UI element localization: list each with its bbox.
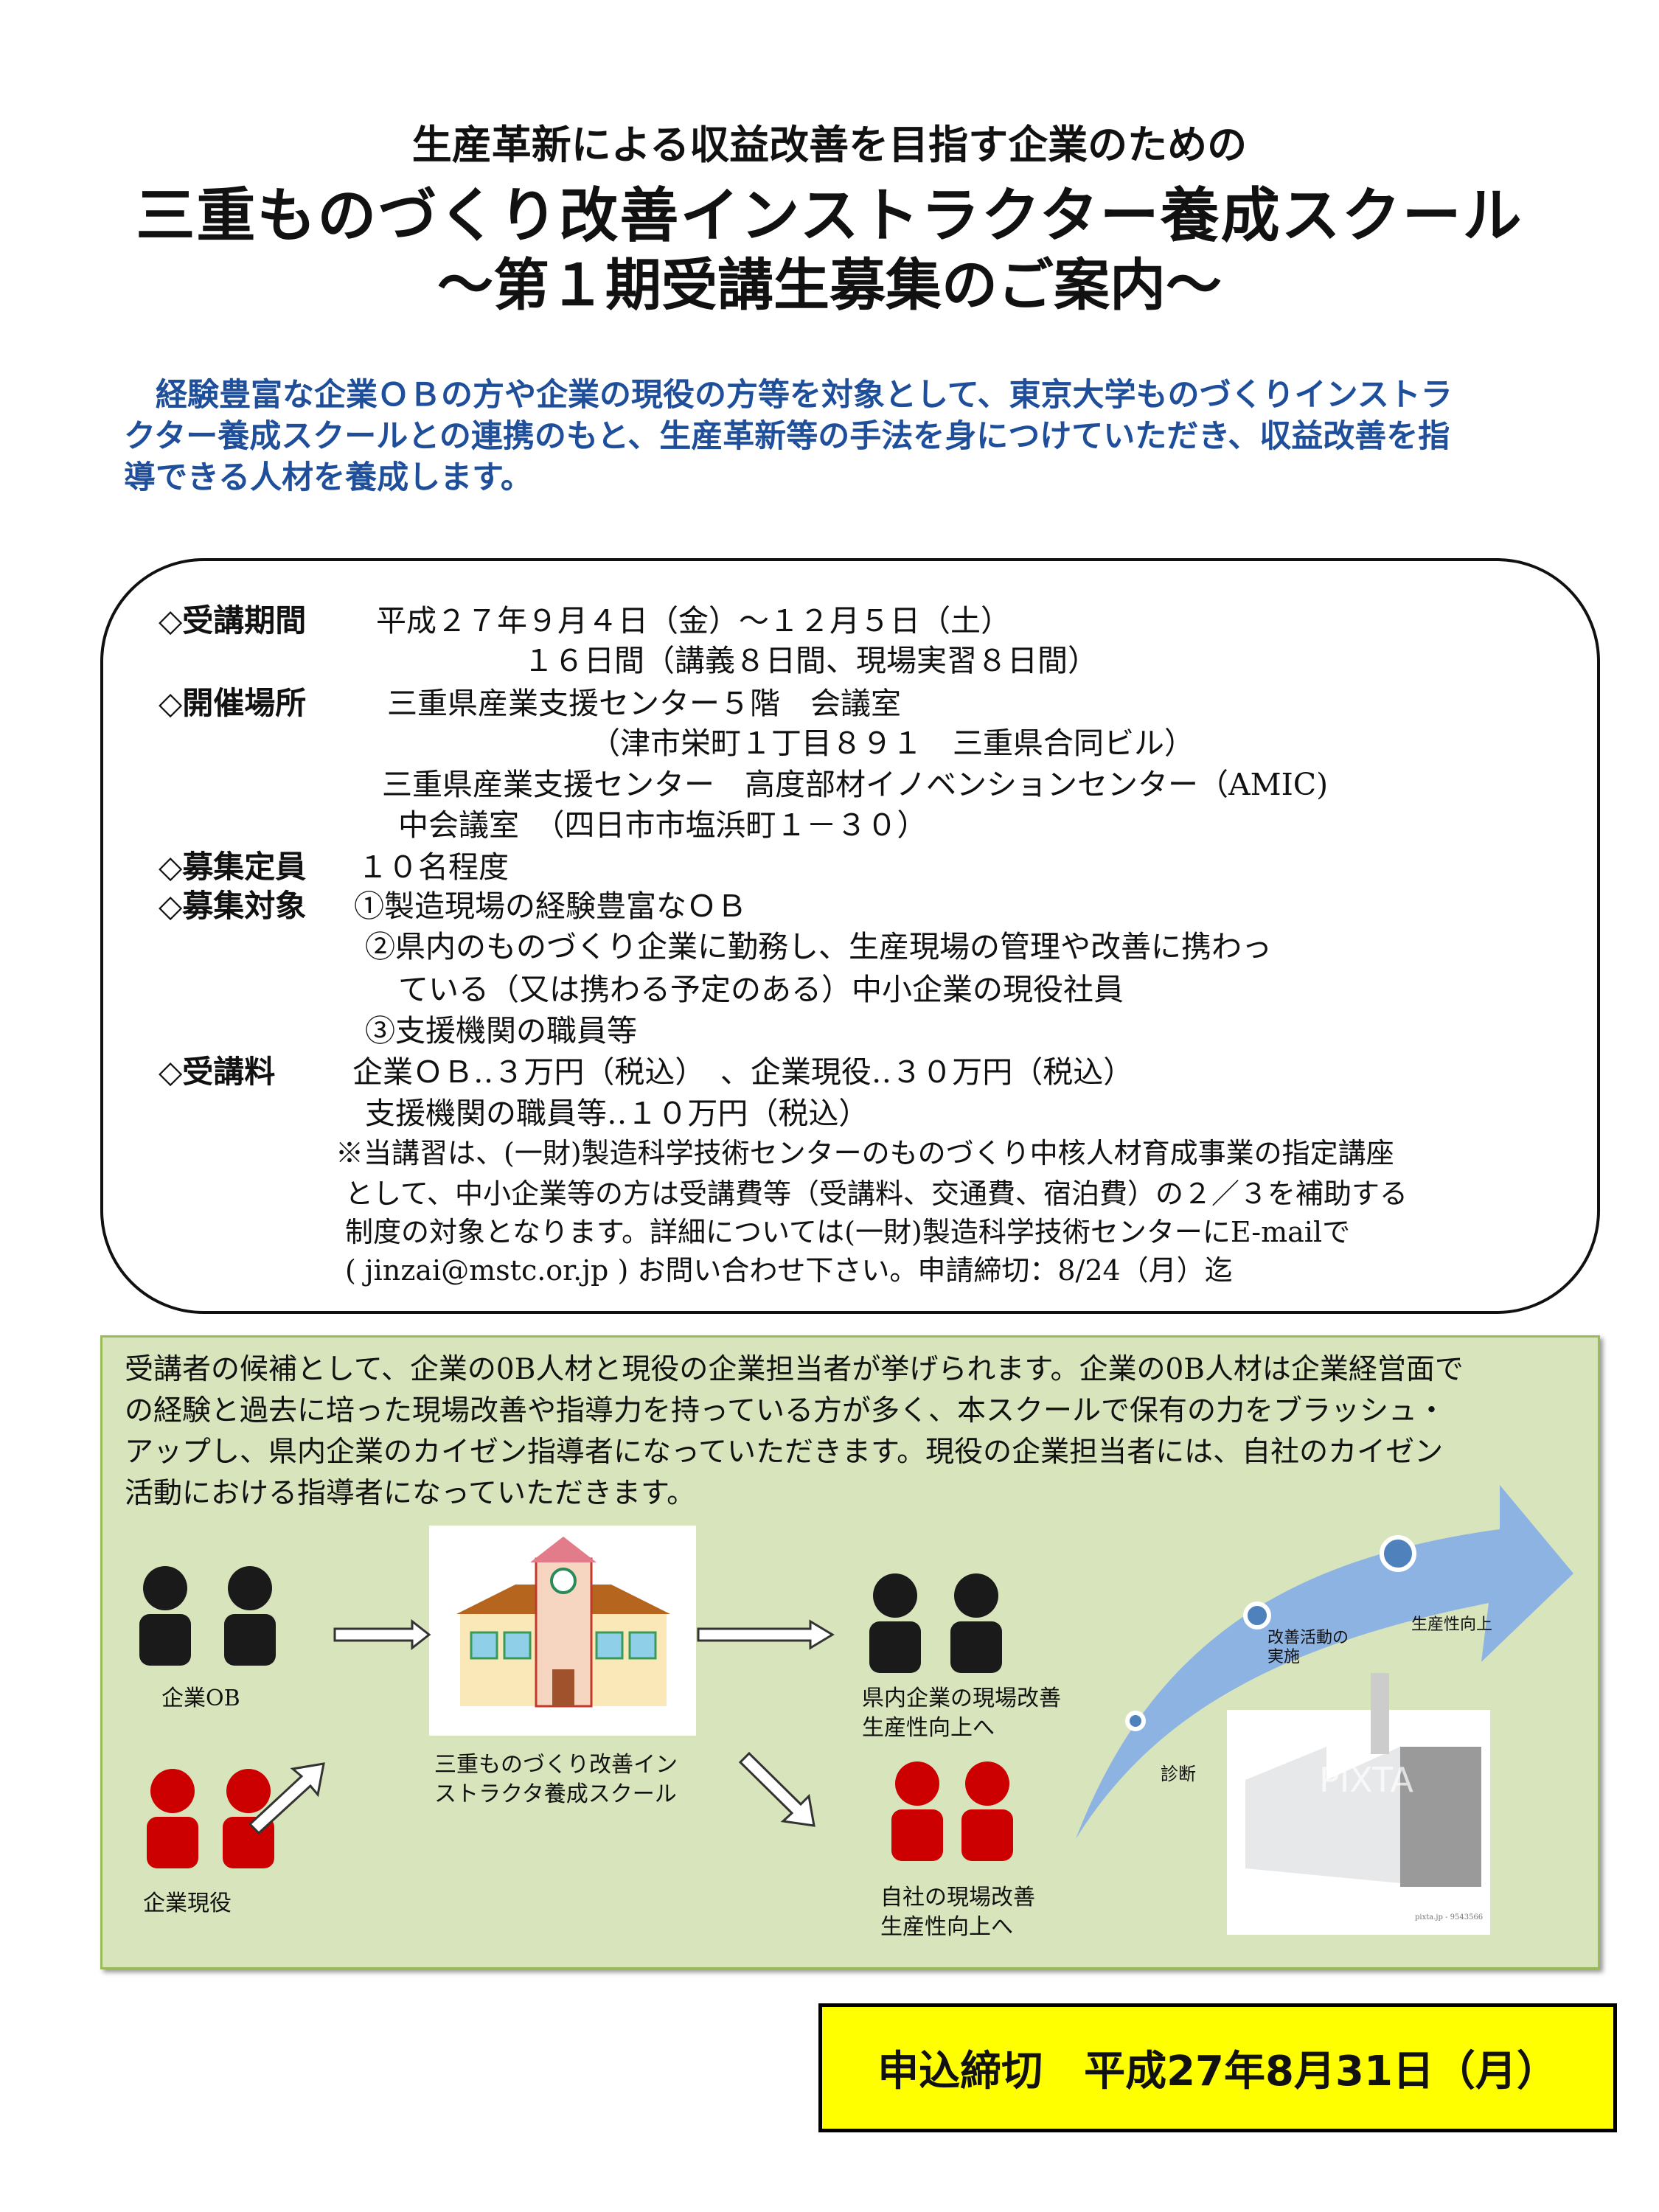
- flow-arrows: [248, 1618, 835, 1835]
- intro-text: 経験豊富な企業ＯＢの方や企業の現役の方等を対象として、東京大学ものづくりインスト…: [124, 375, 1569, 498]
- page-title: 三重ものづくり改善インストラクター養成スクール: [136, 181, 1523, 250]
- target-value: ②県内のものづくり企業に勤務し、生産現場の管理や改善に携わっ: [365, 929, 1272, 964]
- fee-value: 企業ＯＢ‥３万円（税込） 、企業現役‥３０万円（税込）: [352, 1054, 1134, 1090]
- pref-label: 県内企業の現場改善生産性向上へ: [862, 1686, 1061, 1741]
- own-label: 自社の現場改善生産性向上へ: [880, 1885, 1035, 1940]
- diagram-text-line: アップし、県内企業のカイゼン指導者になっていただきます。現役の企業担当者には、自…: [125, 1436, 1444, 1469]
- step-productivity: 生産性向上: [1411, 1615, 1493, 1634]
- growth-arrow-icon: [1076, 1485, 1573, 1839]
- intro-line: 経験豊富な企業ＯＢの方や企業の現役の方等を対象として、東京大学ものづくりインスト…: [124, 377, 1453, 414]
- venue-value: （津市栄町１丁目８９１ 三重県合同ビル）: [590, 726, 1194, 761]
- own-people-icon: [891, 1761, 1013, 1861]
- diagram-panel: 受講者の候補として、企業の0B人材と現役の企業担当者が挙げられます。企業の0B人…: [100, 1335, 1600, 1969]
- diagram-text-line: 活動における指導者になっていただきます。: [125, 1477, 696, 1510]
- diagram-text: 受講者の候補として、企業の0B人材と現役の企業担当者が挙げられます。企業の0B人…: [125, 1349, 1464, 1514]
- school-label: 三重ものづくり改善インストラクタ養成スクール: [434, 1752, 678, 1807]
- period-value: １６日間（講義８日間、現場実習８日間）: [524, 643, 1098, 678]
- target-value: ①製造現場の経験豊富なＯＢ: [354, 888, 747, 924]
- page-title-sub: ～第１期受講生募集のご案内～: [437, 252, 1222, 318]
- period-label: ◇受講期間: [159, 602, 307, 639]
- intro-line: クター養成スクールとの連携のもと、生産革新等の手法を身につけていただき、収益改善…: [124, 418, 1450, 455]
- note-line: ( jinzai@mstc.or.jp ) お問い合わせ下さい。申請締切：8/2…: [345, 1254, 1233, 1287]
- note-line: 制度の対象となります。詳細については(一財)製造科学技術センターにE-mailで: [345, 1216, 1351, 1248]
- note-line: として、中小企業等の方は受講費等（受講料、交通費、宿泊費）の２／３を補助する: [345, 1178, 1408, 1210]
- ob-people-icon: [139, 1566, 276, 1666]
- venue-value: 三重県産業支援センター５階 会議室: [387, 686, 901, 721]
- capacity-value: １０名程度: [358, 849, 509, 885]
- period-value: 平成２７年９月４日（金）～１２月５日（土）: [376, 603, 1011, 639]
- diagram-illustration: [139, 1485, 1573, 1935]
- step-diagnosis: 診断: [1161, 1764, 1196, 1784]
- pref-people-icon: [869, 1573, 1002, 1673]
- details-box: [100, 558, 1600, 1314]
- venue-label: ◇開催場所: [159, 685, 307, 721]
- fee-label: ◇受講料: [159, 1054, 276, 1090]
- target-label: ◇募集対象: [159, 888, 307, 924]
- venue-value: 三重県産業支援センター 高度部材イノベンションセンター（AMIC): [382, 767, 1329, 802]
- watermark: PIXTA: [1319, 1760, 1414, 1800]
- target-value: ている（又は携わる予定のある）中小企業の現役社員: [398, 972, 1124, 1007]
- capacity-label: ◇募集定員: [159, 849, 307, 885]
- school-icon: [429, 1526, 696, 1736]
- diagram-text-line: 受講者の候補として、企業の0B人材と現役の企業担当者が挙げられます。企業の0B人…: [125, 1353, 1464, 1386]
- target-value: ③支援機関の職員等: [365, 1013, 637, 1048]
- deadline-banner: 申込締切 平成27年8月31日（月）: [818, 2003, 1617, 2132]
- ob-label: 企業OB: [161, 1686, 240, 1711]
- photo-credit: pixta.jp - 9543566: [1415, 1913, 1484, 1921]
- factory-image: [1227, 1673, 1490, 1935]
- step-markers: [1125, 1535, 1416, 1731]
- venue-value: 中会議室 （四日市市塩浜町１－３０）: [398, 807, 928, 843]
- subtitle: 生産革新による収益改善を目指す企業のための: [411, 122, 1248, 168]
- intro-line: 導できる人材を養成します。: [124, 459, 532, 496]
- active-label: 企業現役: [143, 1891, 232, 1916]
- diagram-text-line: の経験と過去に培った現場改善や指導力を持っている方が多く、本スクールで保有の力を…: [125, 1394, 1447, 1427]
- fee-value: 支援機関の職員等‥１０万円（税込）: [365, 1096, 869, 1131]
- note-line: ※当講習は、(一財)製造科学技術センターのものづくり中核人材育成事業の指定講座: [335, 1137, 1394, 1169]
- step-improvement: 改善活動の実施: [1267, 1629, 1349, 1666]
